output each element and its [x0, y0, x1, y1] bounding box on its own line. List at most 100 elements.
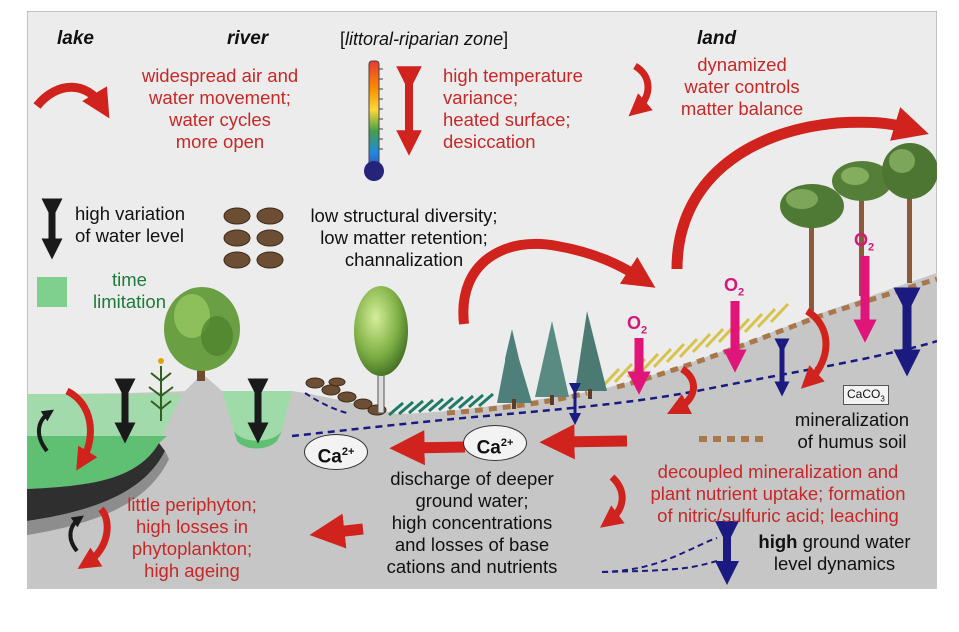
- cycle-arrow-icon: [666, 365, 697, 415]
- text-line: water movement;: [149, 87, 291, 108]
- text-line: heated surface;: [443, 109, 571, 130]
- groundwater-dynamics-label: high ground water level dynamics: [742, 531, 927, 575]
- o2-sub: 2: [641, 324, 648, 337]
- text-line: high variation: [75, 203, 186, 224]
- text-line: time: [112, 269, 147, 290]
- text-line: low matter retention;: [320, 227, 488, 248]
- caco3-sub: 3: [880, 394, 885, 404]
- lake-header: lake: [57, 28, 94, 49]
- curved-arrow-icon: [458, 238, 656, 325]
- text-line: of water level: [75, 225, 184, 246]
- text-line: high ground water: [742, 531, 927, 553]
- pebbles-icon: [223, 207, 284, 269]
- air-water-label: widespread air and water movement; water…: [120, 65, 320, 153]
- groundwater-rest: ground water: [797, 531, 911, 552]
- tree-icon: [354, 286, 408, 414]
- groundwater-bold: high: [758, 531, 798, 552]
- structural-label: low structural diversity; low matter ret…: [289, 205, 519, 271]
- text-line: ground water;: [415, 490, 529, 511]
- curved-arrow-icon: [628, 62, 653, 117]
- ca-charge: 2+: [341, 446, 355, 458]
- tree-icon: [164, 287, 240, 381]
- tree-icon: [497, 329, 532, 409]
- text-line: little periphyton;: [127, 494, 257, 515]
- zone-name: littoral-riparian zone: [345, 29, 504, 49]
- text-line: level dynamics: [773, 553, 896, 574]
- discharge-arrow: [309, 513, 364, 549]
- time-limitation-label: time limitation: [82, 269, 177, 313]
- text-line: high ageing: [144, 560, 240, 581]
- tree-icon: [575, 311, 607, 399]
- tree-icon: [780, 184, 844, 311]
- text-line: discharge of deeper: [390, 468, 554, 489]
- o2-label: O2: [724, 276, 744, 302]
- text-line: of humus soil: [797, 431, 907, 452]
- curved-arrow-icon: [671, 107, 929, 270]
- decoupled-label: decoupled mineralization and plant nutri…: [627, 461, 929, 527]
- discharge-arrow: [539, 424, 628, 460]
- groundwater-line: [291, 339, 937, 438]
- thermometer-icon: [364, 60, 384, 181]
- text-line: high concentrations: [391, 512, 553, 533]
- text-line: of nitric/sulfuric acid; leaching: [657, 505, 899, 526]
- text-line: limitation: [93, 291, 166, 312]
- text-line: high losses in: [135, 516, 249, 537]
- text-line: high temperature: [443, 65, 583, 86]
- text-line: channalization: [344, 249, 464, 270]
- ca-base: Ca: [317, 446, 342, 468]
- cycle-arrow-icon: [37, 409, 54, 453]
- ca-charge: 2+: [500, 437, 514, 449]
- text-line: widespread air and: [141, 65, 299, 86]
- dynamized-label: dynamized water controls matter balance: [657, 54, 827, 120]
- calcium-ion-label: Ca2+: [304, 434, 368, 470]
- text-line: dynamized: [697, 54, 787, 75]
- calcium-ion-label: Ca2+: [463, 425, 527, 461]
- o2-label: O2: [854, 231, 874, 257]
- river-header: river: [227, 28, 269, 49]
- curved-arrow-icon: [33, 82, 110, 119]
- litter-teal: [388, 392, 494, 417]
- text-line: cations and nutrients: [386, 556, 558, 577]
- text-line: water cycles: [169, 109, 271, 130]
- tree-icon: [832, 161, 892, 296]
- cycle-arrow-icon: [600, 474, 626, 528]
- o2-sub: 2: [738, 286, 745, 299]
- cycle-arrow-icon: [800, 308, 830, 389]
- discharge-label: discharge of deeper ground water; high c…: [367, 468, 577, 578]
- text-line: plant nutrient uptake; formation: [650, 483, 906, 504]
- text-line: phytoplankton;: [131, 538, 253, 559]
- tree-icon: [148, 358, 174, 421]
- ca-base: Ca: [476, 437, 501, 459]
- caco3-base: CaCO: [847, 387, 881, 401]
- zone-header: [littoral-riparian zone]: [340, 28, 508, 50]
- lake-sediment: [27, 443, 165, 521]
- land-header: land: [697, 28, 737, 49]
- mineralization-label: mineralization of humus soil: [777, 409, 927, 453]
- o2-base: O: [627, 313, 642, 333]
- water-level-label: high variation of water level: [75, 203, 185, 247]
- cycle-arrow-icon: [68, 515, 84, 553]
- periphyton-label: little periphyton; high losses in phytop…: [112, 494, 272, 582]
- text-line: mineralization: [794, 409, 910, 430]
- cycle-arrow-icon: [77, 506, 111, 570]
- caco3-label: CaCO3: [843, 385, 889, 406]
- text-line: desiccation: [443, 131, 536, 152]
- tree-icon: [535, 321, 569, 405]
- text-line: more open: [175, 131, 265, 152]
- text-line: water controls: [684, 76, 800, 97]
- zone-suffix: ]: [503, 29, 509, 49]
- diagram-frame: lake river [littoral-riparian zone] land…: [27, 11, 937, 589]
- time-limitation-swatch: [37, 277, 67, 307]
- o2-label: O2: [627, 314, 647, 340]
- text-line: matter balance: [680, 98, 804, 119]
- o2-base: O: [854, 230, 869, 250]
- o2-sub: 2: [868, 241, 875, 254]
- text-line: decoupled mineralization and: [657, 461, 899, 482]
- discharge-arrow: [389, 430, 466, 466]
- o2-base: O: [724, 275, 739, 295]
- zone-prefix: [: [340, 29, 346, 49]
- temperature-label: high temperature variance; heated surfac…: [443, 65, 583, 153]
- text-line: variance;: [443, 87, 519, 108]
- text-line: low structural diversity;: [310, 205, 498, 226]
- tree-icon: [882, 143, 937, 283]
